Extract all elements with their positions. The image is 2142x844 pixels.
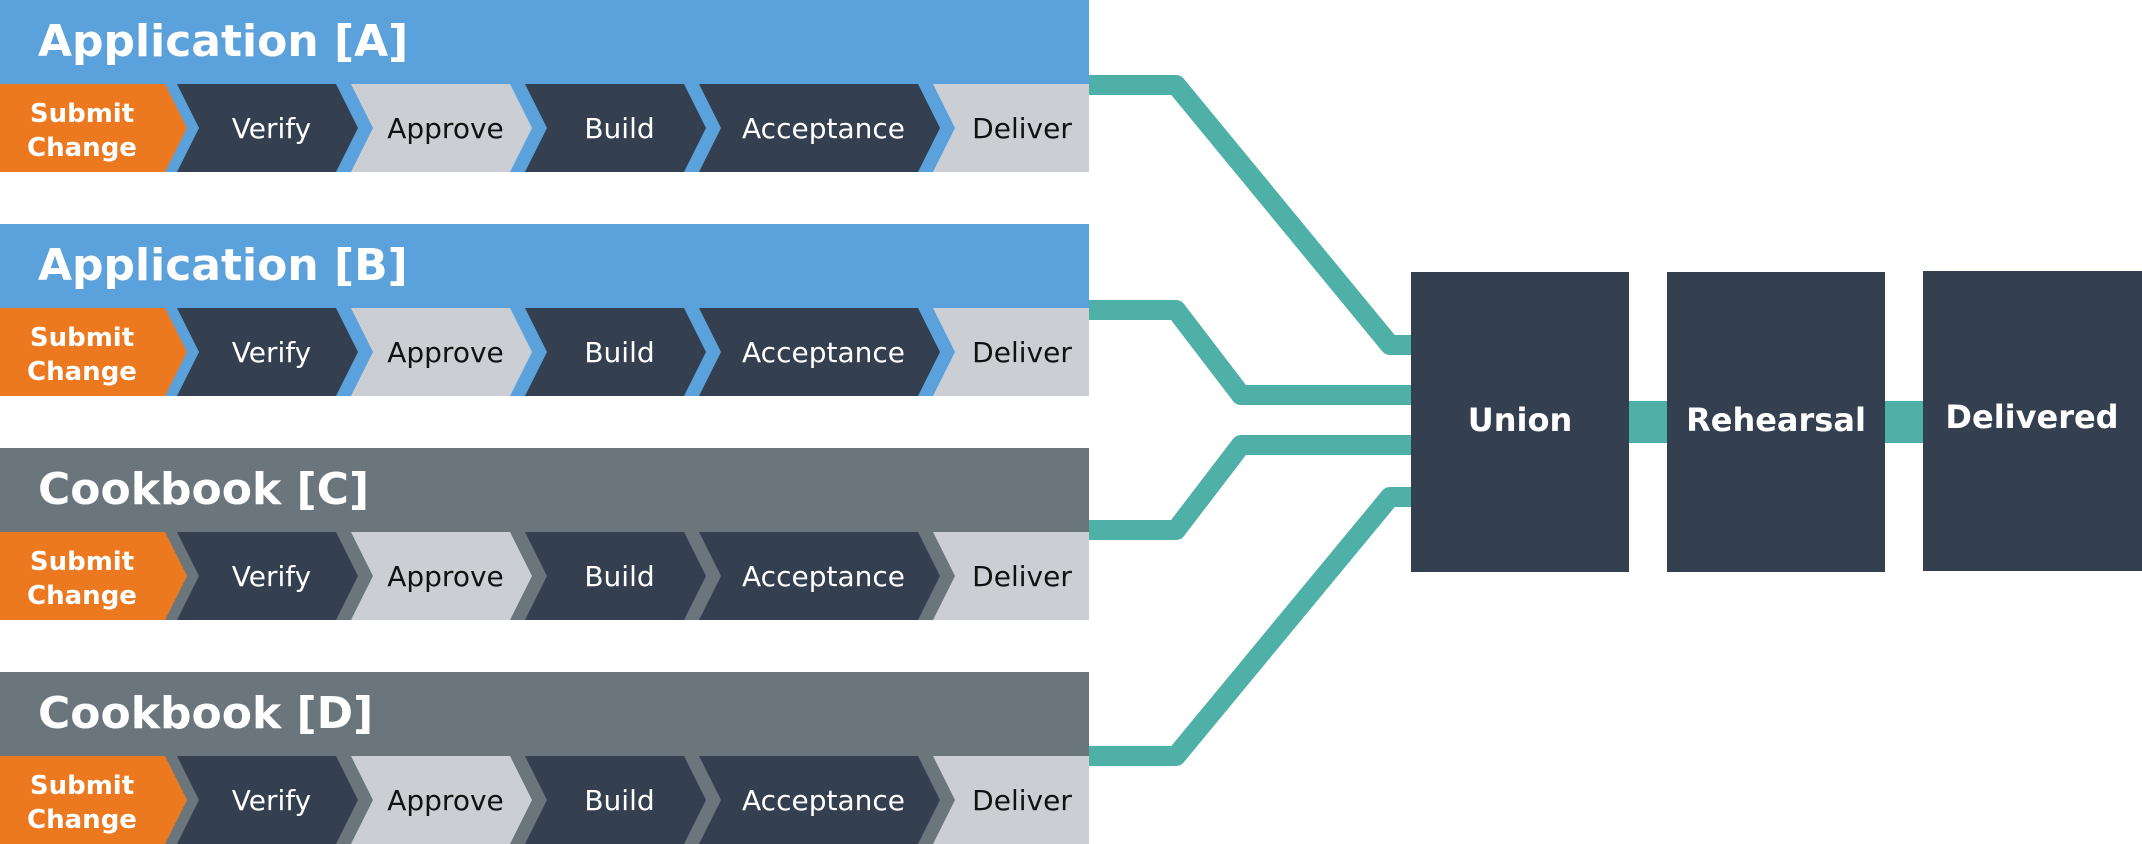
stage-verify xyxy=(177,308,358,396)
pipeline-title: Cookbook [D] xyxy=(38,688,373,739)
stage-label: Deliver xyxy=(972,560,1072,593)
stage-build xyxy=(525,756,706,844)
rehearsal-label: Rehearsal xyxy=(1686,401,1866,439)
stage-deliver xyxy=(933,308,1089,396)
stage-acceptance xyxy=(699,756,940,844)
stage-deliver xyxy=(933,84,1089,172)
stage-build xyxy=(525,308,706,396)
stage-label: Deliver xyxy=(972,336,1072,369)
submit-label-line2: Change xyxy=(27,357,137,387)
rehearsal-delivered-link xyxy=(1884,401,1924,443)
stage-approve xyxy=(351,756,532,844)
stage-label: Approve xyxy=(387,560,504,593)
stage-label: Verify xyxy=(232,112,311,145)
submit-label-line2: Change xyxy=(27,805,137,835)
pipeline-title: Cookbook [C] xyxy=(38,464,369,515)
pipeline-header xyxy=(0,224,1089,308)
stage-build xyxy=(525,84,706,172)
stage-label: Acceptance xyxy=(742,112,905,145)
submit-change-stage xyxy=(0,308,187,396)
stage-label: Approve xyxy=(387,784,504,817)
pipeline-header xyxy=(0,0,1089,84)
stage-label: Acceptance xyxy=(742,560,905,593)
connector-line xyxy=(1089,300,1411,405)
stage-verify xyxy=(177,84,358,172)
stage-label: Acceptance xyxy=(742,784,905,817)
stage-label: Verify xyxy=(232,784,311,817)
submit-label-line2: Change xyxy=(27,581,137,611)
connector-line xyxy=(1089,435,1411,540)
shared-stages: Union Rehearsal Delivered xyxy=(1411,271,2142,572)
pipeline-title: Application [A] xyxy=(38,16,408,67)
stage-label: Deliver xyxy=(972,112,1072,145)
stage-build xyxy=(525,532,706,620)
submit-label-line1: Submit xyxy=(30,547,134,577)
stage-acceptance xyxy=(699,84,940,172)
delivered-box xyxy=(1923,271,2142,571)
stage-label: Build xyxy=(584,560,654,593)
connectors xyxy=(1089,75,1411,766)
stage-acceptance xyxy=(699,308,940,396)
stage-approve xyxy=(351,84,532,172)
rehearsal-box xyxy=(1667,272,1885,572)
stage-deliver xyxy=(933,532,1089,620)
stage-label: Build xyxy=(584,112,654,145)
stage-acceptance xyxy=(699,532,940,620)
submit-change-stage xyxy=(0,84,187,172)
stage-verify xyxy=(177,756,358,844)
stage-approve xyxy=(351,308,532,396)
stage-verify xyxy=(177,532,358,620)
connector-line xyxy=(1089,75,1411,355)
stage-label: Verify xyxy=(232,560,311,593)
union-label: Union xyxy=(1468,401,1573,439)
stage-label: Deliver xyxy=(972,784,1072,817)
stage-label: Build xyxy=(584,784,654,817)
pipeline-title: Application [B] xyxy=(38,240,408,291)
union-rehearsal-link xyxy=(1628,401,1668,443)
pipeline-header xyxy=(0,448,1089,532)
stage-label: Approve xyxy=(387,112,504,145)
stage-label: Build xyxy=(584,336,654,369)
submit-change-stage xyxy=(0,532,187,620)
pipeline-header xyxy=(0,672,1089,756)
connector-line xyxy=(1089,487,1411,766)
union-box xyxy=(1411,272,1629,572)
submit-label-line1: Submit xyxy=(30,323,134,353)
delivered-label: Delivered xyxy=(1945,398,2118,436)
stage-label: Verify xyxy=(232,336,311,369)
submit-label-line2: Change xyxy=(27,133,137,163)
submit-label-line1: Submit xyxy=(30,99,134,129)
submit-change-stage xyxy=(0,756,187,844)
stage-label: Approve xyxy=(387,336,504,369)
stage-approve xyxy=(351,532,532,620)
stage-label: Acceptance xyxy=(742,336,905,369)
stage-deliver xyxy=(933,756,1089,844)
submit-label-line1: Submit xyxy=(30,771,134,801)
